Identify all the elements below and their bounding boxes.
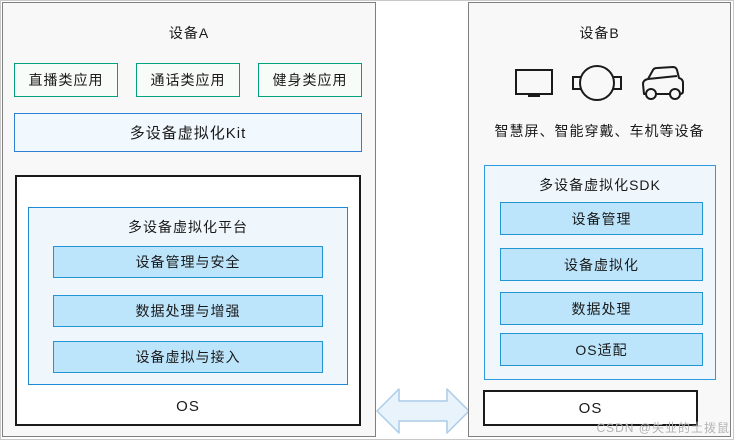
device-type-icons: [469, 61, 730, 105]
platform-module-device-mgmt-security: 设备管理与安全: [53, 246, 323, 278]
sdk-title: 多设备虚拟化SDK: [539, 177, 661, 193]
bidirectional-arrow-icon: [376, 384, 470, 438]
car-icon: [640, 64, 686, 102]
device-a-os-label: OS: [176, 398, 200, 415]
virtualization-sdk-box: 多设备虚拟化SDK 设备管理 设备虚拟化 数据处理 OS适配: [484, 165, 716, 380]
virtualization-kit-box: 多设备虚拟化Kit: [14, 113, 362, 152]
device-types-caption: 智慧屏、智能穿戴、车机等设备: [494, 123, 705, 139]
device-a-panel: 设备A 直播类应用 通话类应用 健身类应用 多设备虚拟化Kit 多设备虚拟化平台…: [2, 2, 376, 437]
sdk-module-device-virtualization: 设备虚拟化: [500, 248, 703, 281]
device-b-title: 设备B: [579, 25, 620, 41]
smart-watch-icon: [571, 63, 623, 103]
app-box-calling: 通话类应用: [136, 63, 240, 97]
device-a-system-box: 多设备虚拟化平台 设备管理与安全 数据处理与增强 设备虚拟与接入 OS: [15, 175, 361, 426]
csdn-watermark: CSDN @失业的土拨鼠: [596, 421, 730, 435]
device-b-panel: 设备B: [468, 2, 731, 437]
device-b-os-box: OS: [483, 390, 698, 426]
platform-title: 多设备虚拟化平台: [128, 219, 248, 235]
sdk-module-os-adaptation: OS适配: [500, 333, 703, 366]
platform-module-data-processing: 数据处理与增强: [53, 295, 323, 327]
device-a-title: 设备A: [168, 25, 210, 41]
virtualization-platform-box: 多设备虚拟化平台 设备管理与安全 数据处理与增强 设备虚拟与接入: [28, 207, 348, 385]
app-box-fitness: 健身类应用: [258, 63, 362, 97]
sdk-module-device-mgmt: 设备管理: [500, 202, 703, 235]
sdk-module-data-processing: 数据处理: [500, 292, 703, 325]
platform-module-device-virtual-access: 设备虚拟与接入: [53, 341, 323, 373]
app-box-live-streaming: 直播类应用: [14, 63, 118, 97]
smart-screen-icon: [514, 66, 554, 100]
